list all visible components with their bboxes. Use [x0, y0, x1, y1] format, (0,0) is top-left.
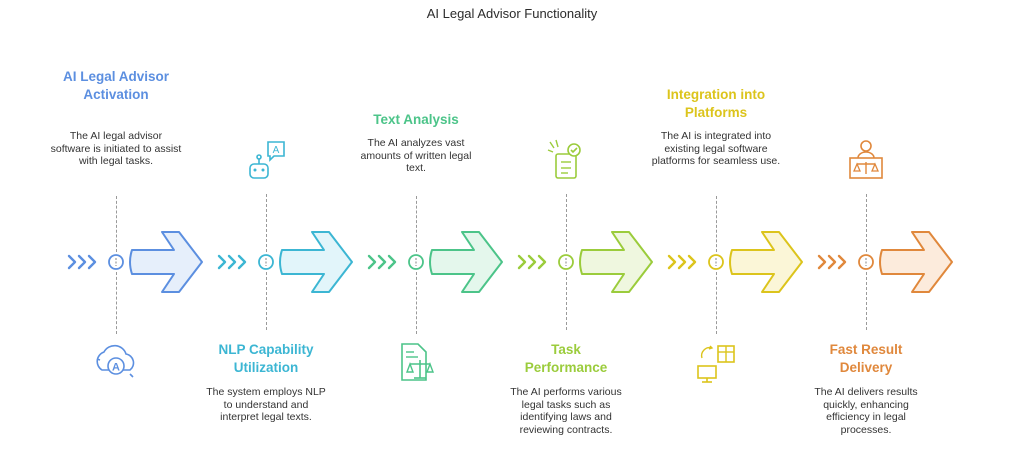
step-5-description: The AI is integrated into existing legal…	[651, 130, 781, 167]
step-4-chevron-icon	[537, 254, 547, 270]
step-6-arrow	[879, 231, 953, 293]
step-3-chevron-icon	[367, 254, 377, 270]
step-4-title: Task Performance	[524, 342, 608, 375]
task-checklist-icon	[547, 139, 581, 179]
step-6-chevron-icon	[827, 254, 837, 270]
step-2-chevron-icon	[217, 254, 227, 270]
step-1-arrow	[129, 231, 203, 293]
step-2-description: The system employs NLP to understand and…	[206, 386, 326, 423]
step-1-chevron-icon	[67, 254, 77, 270]
step-6-guide-line	[866, 194, 867, 252]
diagram-title: AI Legal Advisor Functionality	[426, 6, 598, 21]
step-5-guide-line	[716, 196, 717, 252]
step-3-description: The AI analyzes vast amounts of written …	[360, 137, 472, 174]
step-3-chevron-icon	[377, 254, 387, 270]
step-5-guide-line-lower	[716, 272, 717, 334]
step-4-guide-line-lower	[566, 272, 567, 330]
robot-speech-icon: A	[249, 141, 285, 179]
judge-scale-icon	[849, 140, 883, 179]
step-2-chevron-icon	[227, 254, 237, 270]
step-2-title: NLP Capability Utilization	[218, 342, 314, 375]
step-6-description: The AI delivers results quickly, enhanci…	[814, 386, 918, 436]
step-6-title: Fast Result Delivery	[829, 342, 903, 375]
step-1-guide-line-lower	[116, 272, 117, 334]
step-2-guide-line-lower	[266, 272, 267, 330]
step-3-arrow	[429, 231, 503, 293]
step-2-chevron-icon	[237, 254, 247, 270]
step-1-description: The AI legal advisor software is initiat…	[50, 130, 182, 167]
svg-text:A: A	[112, 362, 120, 374]
step-6-chevron-icon	[837, 254, 847, 270]
step-4-description: The AI performs various legal tasks such…	[510, 386, 622, 436]
svg-text:A: A	[273, 145, 280, 156]
step-3-title: Text Analysis	[373, 112, 459, 127]
step-4-chevron-icon	[517, 254, 527, 270]
step-4-guide-line	[566, 194, 567, 252]
integration-monitor-icon-alt	[697, 345, 735, 383]
step-1-chevron-icon	[87, 254, 97, 270]
step-5-chevron-icon	[687, 254, 697, 270]
step-3-guide-line-lower	[416, 272, 417, 334]
step-3-chevron-icon	[387, 254, 397, 270]
robot-icon-alt: A	[96, 344, 135, 378]
step-5-chevron-icon	[667, 254, 677, 270]
step-5-arrow	[729, 231, 803, 293]
step-6-guide-line-lower	[866, 272, 867, 330]
step-1-guide-line	[116, 196, 117, 252]
step-5-title: Integration into Platforms	[666, 87, 766, 120]
step-5-chevron-icon	[677, 254, 687, 270]
legal-document-scale-icon-alt	[401, 343, 435, 381]
step-1-chevron-icon	[77, 254, 87, 270]
step-3-guide-line	[416, 196, 417, 252]
step-2-arrow	[279, 231, 353, 293]
step-6-chevron-icon	[817, 254, 827, 270]
step-4-arrow	[579, 231, 653, 293]
step-1-title: AI Legal Advisor Activation	[62, 69, 170, 102]
step-2-guide-line	[266, 194, 267, 252]
step-4-chevron-icon	[527, 254, 537, 270]
